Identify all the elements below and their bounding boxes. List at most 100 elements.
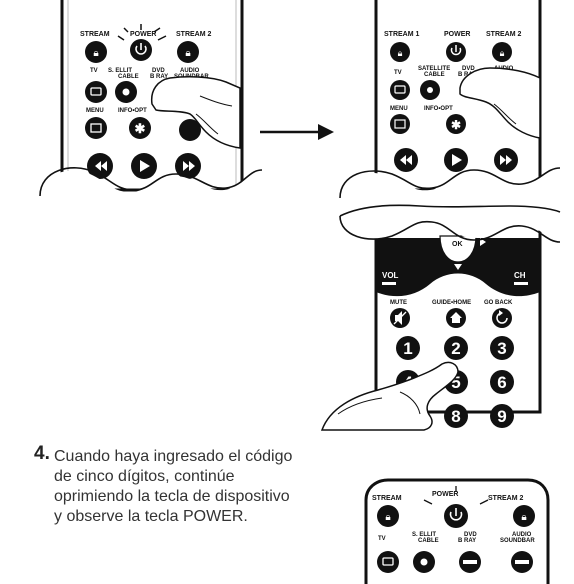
label-menu-2: MENU — [390, 106, 408, 112]
label-stream-2b: STREAM 2 — [486, 31, 522, 38]
lock-icon-6: 🔒︎ — [521, 512, 526, 523]
digit-2-button[interactable] — [444, 336, 468, 360]
label-ch: CH — [514, 271, 526, 280]
ok-button[interactable] — [439, 235, 477, 263]
label-tv-b: TV — [378, 536, 386, 542]
stream-button[interactable] — [85, 41, 107, 63]
label-satellite-partial: S. ELLIT — [108, 68, 132, 74]
lock-icon-5: 🔒︎ — [385, 512, 390, 523]
tv-icon-b — [382, 557, 394, 566]
label-go-back: GO BACK — [484, 300, 513, 306]
power-glow-2 — [423, 486, 489, 505]
remote-panel-before: STREAM POWER STREAM 2 🔒︎ 🔒︎ TV S. ELLIT … — [39, 0, 263, 200]
home-icon — [450, 312, 462, 323]
digit-9-button[interactable] — [490, 404, 514, 428]
digit-6-button[interactable] — [490, 370, 514, 394]
digit-8: 8 — [451, 407, 460, 426]
remote-panel-after: STREAM 1 POWER STREAM 2 🔒︎ 🔒︎ TV SATELLI… — [339, 0, 561, 200]
label-stream-2: STREAM 2 — [176, 31, 212, 38]
stream-2-button-b[interactable] — [492, 42, 512, 62]
label-guide-home: GUIDE•HOME — [432, 300, 471, 306]
remote-panel-digits: OK VOL CH MUTE GUIDE•HOME GO BACK 1 2 3 … — [320, 204, 561, 431]
info-button-2[interactable] — [446, 114, 466, 134]
digit-1: 1 — [403, 339, 412, 358]
power-icon — [135, 43, 147, 55]
label-cable-partial: CABLE — [118, 74, 139, 80]
digit-3: 3 — [497, 339, 506, 358]
ch-down[interactable] — [514, 282, 528, 285]
stream-button-b[interactable] — [377, 505, 399, 527]
label-soundbar-b: SOUNDBAR — [500, 538, 535, 544]
label-cable-partial-b: CABLE — [418, 538, 439, 544]
power-icon-2 — [450, 45, 462, 56]
label-stream-2c: STREAM 2 — [488, 495, 524, 502]
satellite-icon-b — [420, 558, 428, 566]
label-stream-b: STREAM — [372, 495, 402, 502]
label-mute: MUTE — [390, 300, 407, 306]
tv-button-2[interactable] — [390, 80, 410, 100]
digit-8-button[interactable] — [444, 404, 468, 428]
satellite-icon — [122, 88, 130, 96]
go-back-button[interactable] — [492, 308, 512, 328]
label-info-opt: INFO•OPT — [118, 108, 147, 114]
lock-icon-3: 🔒︎ — [398, 48, 403, 58]
power-icon-b — [449, 508, 463, 521]
menu-button-2[interactable] — [390, 114, 410, 134]
tv-button[interactable] — [85, 81, 107, 103]
label-audio: AUDIO — [180, 68, 200, 74]
tv-icon-2 — [394, 85, 406, 94]
stream-2-button-c[interactable] — [513, 505, 535, 527]
digit-3-button[interactable] — [490, 336, 514, 360]
menu-icon — [90, 123, 102, 133]
play-icon-2 — [452, 154, 462, 166]
digit-9: 9 — [497, 407, 506, 426]
arrow-right-icon — [260, 124, 334, 140]
disc-icon — [463, 560, 477, 564]
label-menu: MENU — [86, 108, 104, 114]
tv-icon — [90, 87, 102, 96]
asterisk-icon: ✱ — [135, 121, 146, 136]
lock-icon: 🔒︎ — [93, 48, 98, 59]
label-tv-2: TV — [394, 70, 402, 76]
info-button[interactable] — [129, 117, 151, 139]
digit-6: 6 — [497, 373, 506, 392]
step-text: Cuando haya ingresado el código de cinco… — [54, 448, 293, 525]
hand — [150, 76, 241, 149]
forward-icon-2 — [500, 155, 512, 165]
vol-down[interactable] — [382, 282, 396, 285]
satellite-icon-2 — [427, 87, 433, 93]
label-power-2: POWER — [444, 31, 470, 38]
menu-button[interactable] — [85, 117, 107, 139]
asterisk-icon-2: ✱ — [451, 118, 461, 132]
label-ok: OK — [452, 241, 463, 248]
lock-icon-4: 🔒︎ — [500, 48, 505, 58]
label-bray: B RAY — [150, 74, 168, 80]
menu-icon-2 — [394, 119, 406, 129]
label-power: POWER — [130, 31, 156, 38]
label-stream-1: STREAM 1 — [384, 31, 420, 38]
tv-button-b[interactable] — [377, 551, 399, 573]
forward-icon — [183, 161, 195, 171]
label-info-opt-2: INFO•OPT — [424, 106, 453, 112]
lock-icon-2: 🔒︎ — [185, 48, 190, 59]
stream-1-button[interactable] — [390, 42, 410, 62]
hand-2 — [459, 67, 541, 139]
label-stream: STREAM — [80, 31, 110, 38]
label-power-b: POWER — [432, 491, 458, 498]
step-number: 4. — [34, 443, 50, 464]
label-vol: VOL — [382, 271, 399, 280]
soundbar-icon — [515, 560, 529, 564]
label-dvd-b: DVD — [464, 532, 477, 538]
rewind-icon-2 — [400, 155, 412, 165]
remote-panel-step4: STREAM POWER STREAM 2 🔒︎ 🔒︎ TV S. ELLIT … — [364, 478, 550, 584]
digit-5: 5 — [451, 373, 460, 392]
power-glow — [117, 24, 167, 41]
mute-icon — [395, 311, 402, 325]
down-arrow-icon — [454, 264, 462, 270]
stream-2-button[interactable] — [177, 41, 199, 63]
digit-1-button[interactable] — [396, 336, 420, 360]
label-satellite: SATELLITE — [418, 66, 450, 72]
label-dvd-2: DVD — [462, 66, 475, 72]
label-tv: TV — [90, 68, 98, 74]
